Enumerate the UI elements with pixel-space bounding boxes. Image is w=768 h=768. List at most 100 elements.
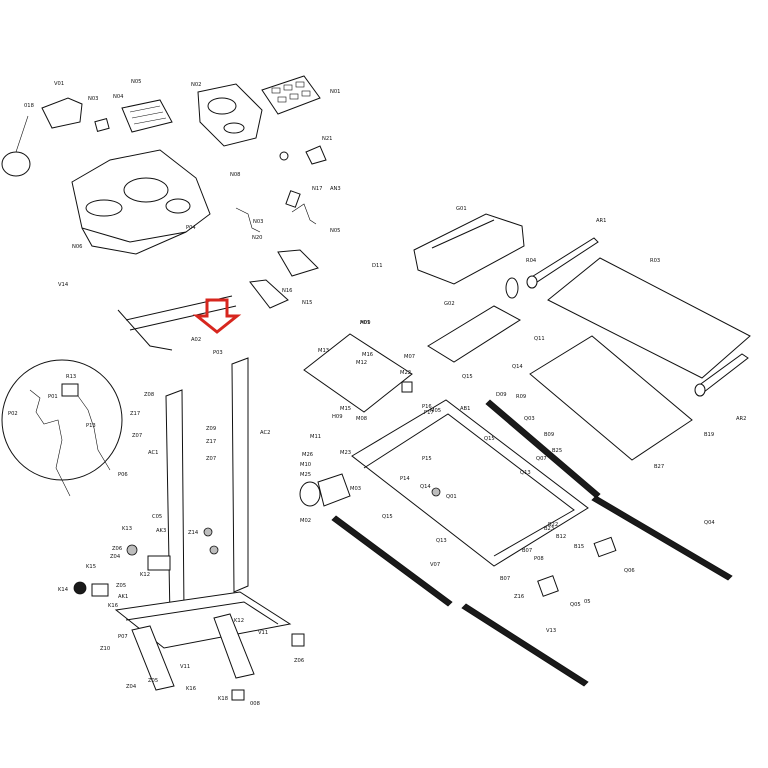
callout-b25: B25 [552, 448, 562, 454]
callout-m23: M23 [340, 450, 351, 456]
callout-m10: M10 [300, 462, 311, 468]
callout-q11: Q11 [534, 336, 545, 342]
callout-r04: R04 [526, 258, 537, 264]
callout-m16: M16 [362, 352, 373, 358]
callout-008: 008 [250, 701, 260, 707]
callout-ar1: AR1 [596, 218, 606, 224]
deck-assembly [299, 213, 751, 687]
callout-n06: N06 [72, 244, 82, 250]
callout-q15: Q15 [382, 514, 393, 520]
callout-a01: A01 [360, 320, 370, 326]
callout-b12: B12 [556, 534, 566, 540]
callout-ak3: AK3 [156, 528, 166, 534]
callout-m25: M25 [300, 472, 311, 478]
callout-q07: Q07 [536, 456, 547, 462]
frame-assembly [73, 357, 305, 701]
callout-z17: Z17 [130, 411, 140, 417]
callout-m02: M02 [300, 518, 311, 524]
callout-b19: B19 [704, 432, 714, 438]
callout-z14: Z14 [188, 530, 199, 536]
callout-z07: Z07 [206, 456, 216, 462]
callout-n01: N01 [330, 89, 340, 95]
callout-n05: N05 [330, 228, 340, 234]
callout-q15: Q15 [484, 436, 495, 442]
callout-k15: K15 [86, 564, 96, 570]
callout-p13: P13 [86, 423, 96, 429]
callout-r03: R03 [650, 258, 660, 264]
callout-k12: K12 [140, 572, 150, 578]
callout-n02: N02 [191, 82, 201, 88]
callout-ak1: AK1 [118, 594, 128, 600]
callout-v13: V13 [546, 628, 556, 634]
callout-v14: V14 [58, 282, 69, 288]
callout-n21: N21 [322, 136, 332, 142]
callout-p02: P02 [8, 411, 18, 417]
callout-ar2: AR2 [736, 416, 746, 422]
callout-z04: Z04 [126, 684, 137, 690]
wiring-inset [1, 359, 123, 497]
callout-v07: V07 [430, 562, 440, 568]
callout-p07: P07 [118, 634, 128, 640]
callout-p17: P17 [424, 410, 434, 416]
callout-q01: Q01 [446, 494, 457, 500]
callout-m15: M15 [340, 406, 351, 412]
callout-k18: K18 [218, 696, 228, 702]
callout-n03: N03 [88, 96, 98, 102]
callout-p03: P03 [213, 350, 223, 356]
callout-m26: M26 [302, 452, 313, 458]
handlebar-tubes [117, 249, 319, 351]
callout-m22: M22 [400, 370, 411, 376]
callout-z04: Z04 [110, 554, 121, 560]
callout-n15: N15 [302, 300, 312, 306]
callout-n08: N08 [230, 172, 240, 178]
callout-b23: B23 [544, 526, 554, 532]
callout-n20: N20 [252, 235, 262, 241]
callout-b22: B22 [548, 522, 558, 528]
callout-q13: Q13 [436, 538, 447, 544]
callout-p16: P16 [422, 404, 432, 410]
callout-z05: Z05 [116, 583, 126, 589]
callout-n04: N04 [113, 94, 124, 100]
callout-m12: M12 [356, 360, 367, 366]
callout-b15: B15 [574, 544, 584, 550]
callout-v11: V11 [180, 664, 190, 670]
console-assembly [1, 75, 327, 255]
callout-z16: Z16 [514, 594, 524, 600]
callout-d11: D11 [372, 263, 383, 269]
callout-q15: Q15 [462, 374, 473, 380]
callout-p14: P14 [400, 476, 410, 482]
callout-c05: C05 [152, 514, 162, 520]
callout-q14: Q14 [512, 364, 523, 370]
callout-ac1: AC1 [148, 450, 158, 456]
callout-v11: V11 [258, 630, 268, 636]
callout-h09: H09 [332, 414, 343, 420]
callout-an3: AN3 [330, 186, 341, 192]
callout-p01: P01 [48, 394, 58, 400]
callout-q04: Q04 [704, 520, 715, 526]
callout-ac2: AC2 [260, 430, 270, 436]
callout-k16: K16 [108, 603, 118, 609]
callout-k16: K16 [186, 686, 196, 692]
callout-n17: N17 [312, 186, 322, 192]
callout-r13: R13 [66, 374, 76, 380]
callout-b07: B07 [500, 576, 510, 582]
callout-p04: P04 [186, 225, 196, 231]
callout-q05: Q05 [570, 602, 581, 608]
callout-z09: Z09 [206, 426, 216, 432]
callout-m11: M11 [310, 434, 321, 440]
callout-b09: B09 [544, 432, 554, 438]
callout-z06: Z06 [112, 546, 122, 552]
callout-r09: R09 [516, 394, 526, 400]
callout-b27: B27 [654, 464, 664, 470]
callout-v01: V01 [54, 81, 64, 87]
callout-q14: Q14 [420, 484, 431, 490]
callout-b07: B07 [522, 548, 532, 554]
callout-m08: M08 [356, 416, 367, 422]
callout-z17: Z17 [206, 439, 216, 445]
callout-018: 018 [24, 103, 34, 109]
callout-z10: Z10 [100, 646, 110, 652]
callout-a02: A02 [191, 337, 201, 343]
callout-d09: D09 [496, 392, 507, 398]
